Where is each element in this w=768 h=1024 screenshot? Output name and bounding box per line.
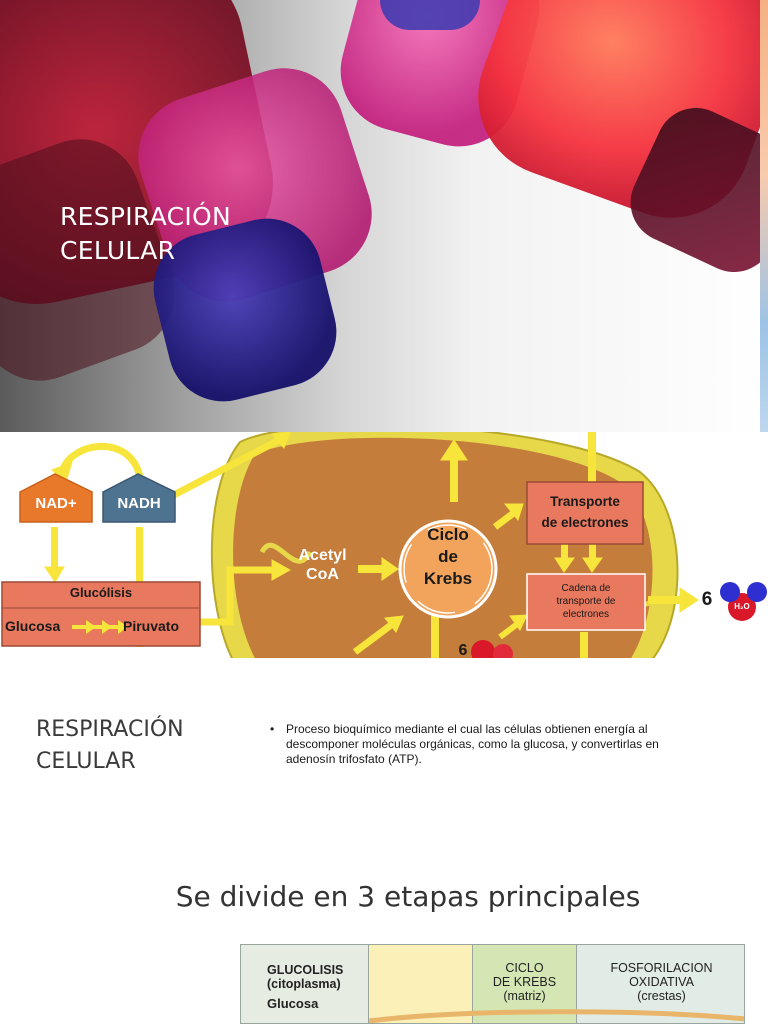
side-color-strip — [760, 0, 768, 432]
definition-slide: RESPIRACIÓN CELULAR • Proceso bioquímico… — [0, 660, 768, 860]
decorative-shapes — [0, 0, 768, 402]
glycolysis-heading: GLUCOLISIS (citoplasma) — [241, 963, 368, 991]
water-formula: H₂O — [734, 602, 750, 611]
chain-line-3: electrones — [562, 609, 610, 620]
title-line-1: RESPIRACIÓN — [60, 202, 232, 231]
bullet-dot: • — [270, 722, 275, 736]
col3-line-3: (matriz) — [503, 989, 546, 1003]
definition-title: RESPIRACIÓN CELULAR — [36, 714, 256, 778]
acetyl-coa-label: Acetyl CoA — [285, 546, 360, 584]
krebs-cycle-label: Ciclo de Krebs — [410, 524, 486, 590]
glucose-label: Glucosa — [5, 618, 61, 634]
krebs-line-1: Ciclo — [427, 525, 469, 544]
col4-line-2: OXIDATIVA — [629, 975, 694, 989]
nad-plus-label: NAD+ — [35, 495, 77, 512]
slide-title: RESPIRACIÓN CELULAR — [60, 200, 320, 268]
flow-arrows — [44, 432, 699, 658]
oxygen-molecule-icon — [471, 640, 513, 658]
col3-line-2: DE KREBS — [492, 975, 557, 989]
stage-column-glycolysis: GLUCOLISIS (citoplasma) Glucosa — [241, 945, 369, 1023]
krebs-heading: CICLO DE KREBS (matriz) — [473, 961, 576, 1003]
electron-transport-label: Transporte de electrones — [527, 491, 643, 533]
glucose-to-pyruvate-arrows — [72, 620, 128, 634]
glycolysis-title: Glucólisis — [69, 585, 133, 600]
nadh-label: NADH — [117, 495, 161, 512]
respiration-diagram — [1, 432, 767, 658]
transport-chain-label: Cadena de transporte de electrones — [527, 582, 645, 621]
col3-line-1: CICLO — [505, 961, 544, 975]
stages-slide: Se divide en 3 etapas principales GLUCOL… — [0, 860, 768, 1024]
respiration-diagram-slide: NAD+ NADH Glucólisis Glucosa Piruvato Ac… — [0, 432, 768, 658]
water-count: 6 — [701, 589, 713, 610]
glucose-cell: Glucosa — [267, 996, 319, 1011]
acetyl-line-1: Acetyl — [298, 547, 347, 564]
col1-line-1: GLUCOLISIS — [267, 963, 344, 977]
membrane-curve — [369, 1009, 744, 1023]
stages-title: Se divide en 3 etapas principales — [175, 880, 641, 913]
definition-bullet: • Proceso bioquímico mediante el cual la… — [270, 722, 710, 767]
water-molecule-icon — [720, 582, 767, 621]
krebs-line-3: Krebs — [423, 569, 473, 588]
oxidative-heading: FOSFORILACION OXIDATIVA (crestas) — [577, 961, 744, 1003]
nadh-shape — [102, 473, 176, 523]
transport-line-2: de electrones — [541, 515, 629, 530]
electron-transport-box — [526, 481, 644, 545]
definition-title-line-1: RESPIRACIÓN — [36, 717, 184, 742]
col1-line-2: (citoplasma) — [267, 977, 341, 991]
definition-text: Proceso bioquímico mediante el cual las … — [286, 722, 659, 766]
col4-line-3: (crestas) — [637, 989, 686, 1003]
acetyl-line-2: CoA — [306, 566, 339, 583]
pyruvate-label: Piruvato — [123, 618, 180, 634]
chain-line-2: transporte de — [556, 596, 616, 607]
bottom-count: 6 — [458, 642, 468, 658]
transport-line-1: Transporte — [550, 494, 620, 509]
krebs-cycle-circle — [398, 519, 498, 619]
nad-plus-shape — [19, 473, 93, 523]
glycolysis-box — [1, 581, 201, 647]
stage-column-transition — [369, 945, 473, 1023]
chain-line-1: Cadena de — [561, 583, 611, 594]
krebs-line-2: de — [438, 547, 458, 566]
transport-chain-box — [526, 573, 646, 631]
definition-title-line-2: CELULAR — [36, 749, 136, 774]
title-line-2: CELULAR — [60, 236, 176, 265]
title-slide: RESPIRACIÓN CELULAR — [0, 0, 768, 432]
stages-table: GLUCOLISIS (citoplasma) Glucosa CICLO DE… — [240, 944, 745, 1024]
col4-line-1: FOSFORILACION — [610, 961, 713, 975]
